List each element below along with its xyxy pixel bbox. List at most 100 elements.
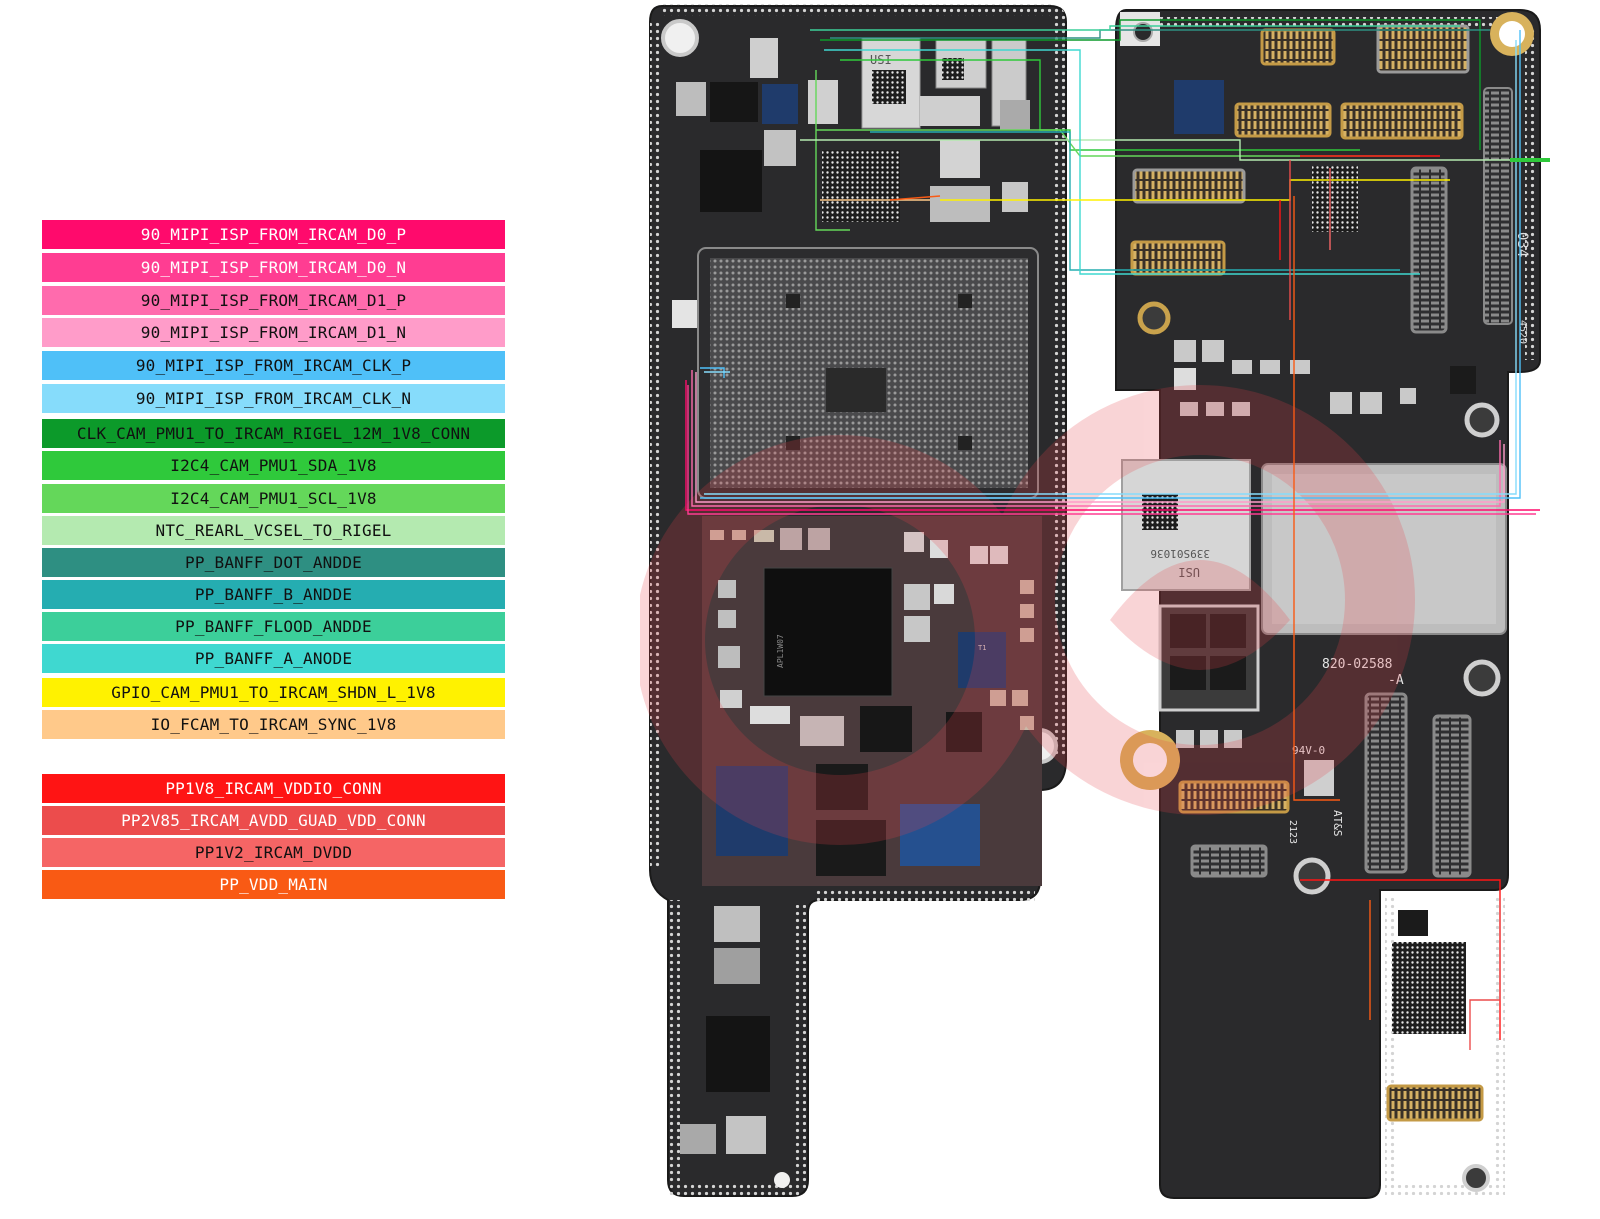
board-revision: -A	[1388, 673, 1404, 688]
inductor	[1210, 656, 1246, 690]
legend-item: 90_MIPI_ISP_FROM_IRCAM_D0_P	[42, 220, 505, 249]
trace-vdd-main	[889, 195, 1371, 1020]
ic-chip	[706, 1016, 770, 1092]
mount-hole-gold	[1133, 743, 1167, 777]
legend-item: GPIO_CAM_PMU1_TO_IRCAM_SHDN_L_1V8	[42, 678, 505, 707]
pmu-chip	[763, 567, 893, 697]
trace-d0-p	[685, 380, 1540, 511]
right-board-via-ring	[1140, 17, 1535, 1195]
vertical-connector	[1483, 87, 1513, 325]
inductor	[1170, 614, 1206, 648]
trace-clk-n	[704, 40, 1517, 495]
mount-hole	[774, 1172, 790, 1188]
ic-chip	[1398, 910, 1428, 936]
ic-chip	[946, 712, 982, 752]
signal-traces	[685, 19, 1550, 1050]
legend-item: I2C4_CAM_PMU1_SDA_1V8	[42, 451, 505, 480]
trace-banff-flood	[810, 25, 1460, 31]
mount-hole	[1133, 22, 1153, 42]
board-connector	[1260, 28, 1336, 66]
blue-ic-chip	[716, 766, 788, 856]
att-mark: AT&S	[1331, 810, 1344, 837]
blue-ic-chip	[958, 632, 1006, 688]
legend-item: PP_BANFF_FLOOD_ANDDE	[42, 612, 505, 641]
board-connector	[1234, 102, 1332, 138]
usi-module-code: 339S01036	[1150, 547, 1210, 560]
pmu-chip-label: APL1W07	[776, 634, 785, 668]
inductor	[726, 1116, 766, 1154]
ic-chip	[1002, 182, 1028, 212]
t1-chip-label: T1	[978, 644, 986, 652]
blue-ic-chip	[1174, 80, 1224, 134]
legend-item: 90_MIPI_ISP_FROM_IRCAM_CLK_P	[42, 351, 505, 380]
trace-clk-12m	[820, 19, 1481, 150]
ic-chip	[700, 150, 762, 212]
watermark	[640, 385, 1415, 845]
legend-item: CLK_CAM_PMU1_TO_IRCAM_RIGEL_12M_1V8_CONN	[42, 419, 505, 448]
ic-chip	[710, 82, 758, 122]
right-board: 034 4520 USI 339S01036 820-02588 -A 94V-…	[1115, 9, 1541, 1199]
trace-banff-a	[824, 49, 1420, 275]
board-code-034: 034	[1514, 232, 1530, 257]
qr-label	[872, 70, 906, 104]
ic-chip	[808, 80, 838, 124]
mount-hole-gold	[1499, 21, 1525, 47]
inductor	[714, 948, 760, 984]
vertical-connector	[1364, 692, 1408, 874]
board-connector	[1190, 844, 1268, 878]
inductor	[1210, 614, 1246, 648]
mount-hole	[661, 19, 699, 57]
legend-item: 90_MIPI_ISP_FROM_IRCAM_D1_N	[42, 318, 505, 347]
board-connector	[1340, 102, 1464, 140]
legend-item: IO_FCAM_TO_IRCAM_SYNC_1V8	[42, 710, 505, 739]
soc-pad	[958, 436, 972, 450]
board-connector	[1376, 24, 1470, 74]
legend-item: 90_MIPI_ISP_FROM_IRCAM_CLK_N	[42, 384, 505, 413]
board-connector	[1132, 168, 1246, 204]
legend-item: I2C4_CAM_PMU1_SCL_1V8	[42, 484, 505, 513]
soc-pad	[786, 436, 800, 450]
left-board: USI APL1W07 T1	[649, 3, 1067, 1197]
logic-board-diagram: USI APL1W07 T1	[640, 3, 1550, 1199]
ic-chip	[930, 186, 990, 222]
legend-item: PP1V2_IRCAM_DVDD	[42, 838, 505, 867]
mount-hole	[1293, 857, 1331, 895]
inductor	[1170, 656, 1206, 690]
passive-components	[710, 528, 1034, 746]
bga-chip	[1392, 942, 1466, 1034]
ic-chip	[1000, 100, 1030, 130]
legend-item: 90_MIPI_ISP_FROM_IRCAM_D1_P	[42, 286, 505, 315]
mount-hole	[1464, 402, 1500, 438]
board-code-4520: 4520	[1517, 320, 1528, 344]
trace-banff-dot	[830, 29, 1490, 39]
qr-label	[1142, 494, 1178, 530]
legend-item: PP_BANFF_B_ANDDE	[42, 580, 505, 609]
ic-chip	[764, 130, 796, 166]
qr-label	[942, 58, 964, 80]
legend-item: PP_BANFF_DOT_ANDDE	[42, 548, 505, 577]
legend-item: PP_BANFF_A_ANODE	[42, 644, 505, 673]
board-connector	[1178, 780, 1290, 814]
trace-d1-p	[691, 370, 1501, 507]
mount-hole	[1462, 1164, 1490, 1192]
legend-item: 90_MIPI_ISP_FROM_IRCAM_D0_N	[42, 253, 505, 282]
bga-chip	[822, 150, 900, 222]
trace-d1-n	[695, 372, 1505, 503]
board-connector	[1386, 1084, 1484, 1122]
soc-pad	[786, 294, 800, 308]
blue-ic-chip	[900, 804, 980, 866]
mount-hole	[1137, 301, 1171, 335]
ic-chip	[676, 82, 706, 116]
usi-module-label: USI	[1178, 565, 1200, 579]
legend-item: PP2V85_IRCAM_AVDD_GUAD_VDD_CONN	[42, 806, 505, 835]
soc-center-pad	[826, 368, 886, 412]
ic-chip	[860, 706, 912, 752]
legend-item: NTC_REARL_VCSEL_TO_RIGEL	[42, 516, 505, 545]
signal-legend: 90_MIPI_ISP_FROM_IRCAM_D0_P 90_MIPI_ISP_F…	[0, 0, 560, 1219]
ic-chip	[816, 764, 868, 810]
passive-components	[1174, 340, 1476, 796]
inductor	[680, 1124, 716, 1154]
inductor	[714, 906, 760, 942]
trace-ntc	[800, 139, 1540, 161]
ic-chip	[672, 300, 698, 328]
